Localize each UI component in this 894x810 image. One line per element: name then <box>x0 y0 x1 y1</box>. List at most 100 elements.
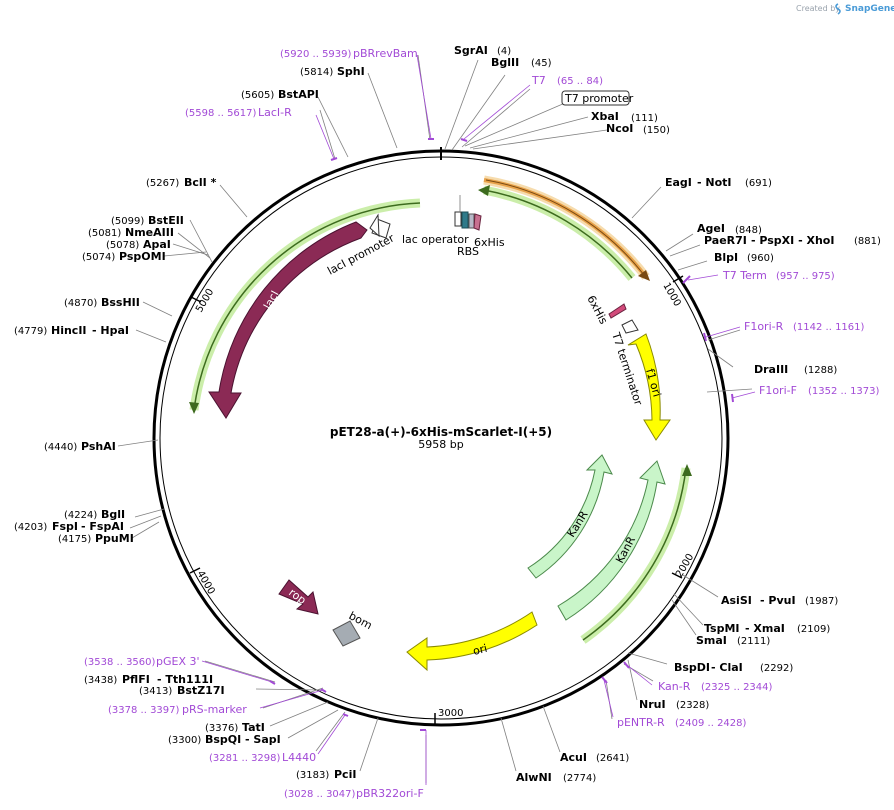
site-pflfi-pos: (3438) <box>84 675 117 686</box>
site-blpi: BlpI <box>714 251 738 264</box>
site-bglii-pos: (45) <box>531 58 552 69</box>
primer-lacir: LacI-R <box>258 106 292 119</box>
site-bstz17i-pos: (3413) <box>139 686 172 697</box>
laci-promoter-arrowhead <box>369 213 380 238</box>
primer-pbr322orif: pBR322ori-F <box>356 787 424 800</box>
primer-kanr: Kan-R <box>658 680 691 693</box>
primer-kanr-range: (2325 .. 2344) <box>701 682 773 693</box>
site-bglii: BglII <box>491 56 519 69</box>
tick-label-3000: 3000 <box>438 708 463 719</box>
site-eagi-pos: (691) <box>745 178 772 189</box>
primer-f1orif: F1ori-F <box>759 384 797 397</box>
tick-2000 <box>671 572 683 579</box>
t7-terminator-arrow <box>621 319 639 334</box>
site-pcii-pos: (3183) <box>296 770 329 781</box>
rop-arrow <box>278 579 319 615</box>
tick-4000 <box>189 567 201 574</box>
site-pshai-pos: (4440) <box>44 442 77 453</box>
site-xbai-pos: (111) <box>631 113 658 124</box>
site-fspi-pos: (4203) <box>14 522 47 533</box>
orange-orf-line <box>485 179 645 276</box>
ori-arrow <box>406 611 538 672</box>
created-by-label: Created by <box>796 4 840 13</box>
green-orf-lower-arrowhead <box>682 464 692 476</box>
primer-l4440-range: (3281 .. 3298) <box>209 753 281 764</box>
site-acui: AcuI <box>560 751 587 764</box>
leader-lines <box>117 54 753 783</box>
primer-pentrr: pENTR-R <box>617 716 665 729</box>
site-bspqi-extra: - SapI <box>245 733 281 746</box>
green-orf-right-line <box>483 189 633 279</box>
site-sgrai: SgrAI <box>454 44 488 57</box>
site-pcii: PciI <box>334 768 356 781</box>
primer-marks <box>269 138 734 731</box>
site-bspdi-extra: - ClaI <box>711 661 743 674</box>
site-draiii-pos: (1288) <box>804 365 837 376</box>
site-tati: TatI <box>242 721 265 734</box>
f1-ori-label: f1 ori <box>643 367 663 398</box>
site-ncoi-pos: (150) <box>643 125 670 136</box>
site-fspi: FspI <box>52 520 78 533</box>
plasmid-length: 5958 bp <box>418 438 463 451</box>
primer-t7-range: (65 .. 84) <box>557 76 603 87</box>
primer-pbrrevbam-range: (5920 .. 5939) <box>280 49 352 60</box>
site-bstapi-pos: (5605) <box>241 90 274 101</box>
rbs-label: RBS <box>457 245 479 258</box>
ori-label: ori <box>472 642 489 658</box>
site-ppumi: PpuMI <box>95 532 134 545</box>
primer-prsmarker-range: (3378 .. 3397) <box>108 705 180 716</box>
site-asisi-pos: (1987) <box>805 596 838 607</box>
site-bsshii-pos: (4870) <box>64 298 97 309</box>
site-bgli-pos: (4224) <box>64 510 97 521</box>
site-bcli: BclI * <box>184 176 217 189</box>
site-eagi-extra: - NotI <box>697 176 732 189</box>
site-alwni-pos: (2774) <box>563 773 596 784</box>
primer-pbrrevbam: pBRrevBam <box>353 47 418 60</box>
his-arrow <box>473 213 482 231</box>
primer-t7term-range: (957 .. 975) <box>776 271 835 282</box>
site-ncoi: NcoI <box>606 122 633 135</box>
site-bstz17i: BstZ17I <box>177 684 225 697</box>
site-bcli-pos: (5267) <box>146 178 179 189</box>
site-pspomi-pos: (5074) <box>82 252 115 263</box>
site-nrui-pos: (2328) <box>676 700 709 711</box>
site-agei: AgeI <box>697 222 725 235</box>
his-box <box>468 213 475 229</box>
lac-operator-label: lac operator <box>402 233 469 246</box>
t7-promoter-label: T7 promoter <box>564 92 634 105</box>
site-pflfi: PflFI <box>122 673 150 686</box>
site-tspmi: TspMI <box>704 622 740 635</box>
site-pshai: PshAI <box>81 440 116 453</box>
primer-f1orir-range: (1142 .. 1161) <box>793 322 865 333</box>
site-agei-pos: (848) <box>735 225 762 236</box>
site-apai-pos: (5078) <box>106 240 139 251</box>
site-bgli: BglI <box>101 508 125 521</box>
primer-f1orif-range: (1352 .. 1373) <box>808 386 880 397</box>
primer-t7: T7 <box>531 74 546 87</box>
site-bstapi: BstAPI <box>278 88 319 101</box>
site-sphi: SphI <box>337 65 365 78</box>
site-sphi-pos: (5814) <box>300 67 333 78</box>
his-top-label: 6xHis <box>474 236 505 249</box>
primer-pgex3: pGEX 3' <box>156 655 200 668</box>
site-hincii-extra: - HpaI <box>92 324 129 337</box>
site-ppumi-pos: (4175) <box>58 534 91 545</box>
primer-pgex3-range: (3538 .. 3560) <box>84 657 156 668</box>
primer-f1orir: F1ori-R <box>744 320 784 333</box>
green-orf-right-arrowhead <box>478 185 490 196</box>
site-pspomi: PspOMI <box>119 250 166 263</box>
primer-l4440: L4440 <box>282 751 316 764</box>
site-paer7i-pos: (881) <box>854 236 881 247</box>
site-paer7i-extra: - PspXI - XhoI <box>751 234 834 247</box>
site-blpi-pos: (960) <box>747 253 774 264</box>
primer-t7term: T7 Term <box>722 269 767 282</box>
plasmid-name: pET28-a(+)-6xHis-mScarlet-I(+5) <box>330 425 552 439</box>
site-tspmi-pos: (2109) <box>797 624 830 635</box>
site-bspdi: BspDI <box>674 661 710 674</box>
bom-box <box>332 620 361 647</box>
site-smai: SmaI <box>696 634 727 647</box>
site-apai: ApaI <box>143 238 171 251</box>
t7-promoter-box <box>561 90 630 106</box>
primer-pbr322orif-range: (3028 .. 3047) <box>284 789 356 800</box>
